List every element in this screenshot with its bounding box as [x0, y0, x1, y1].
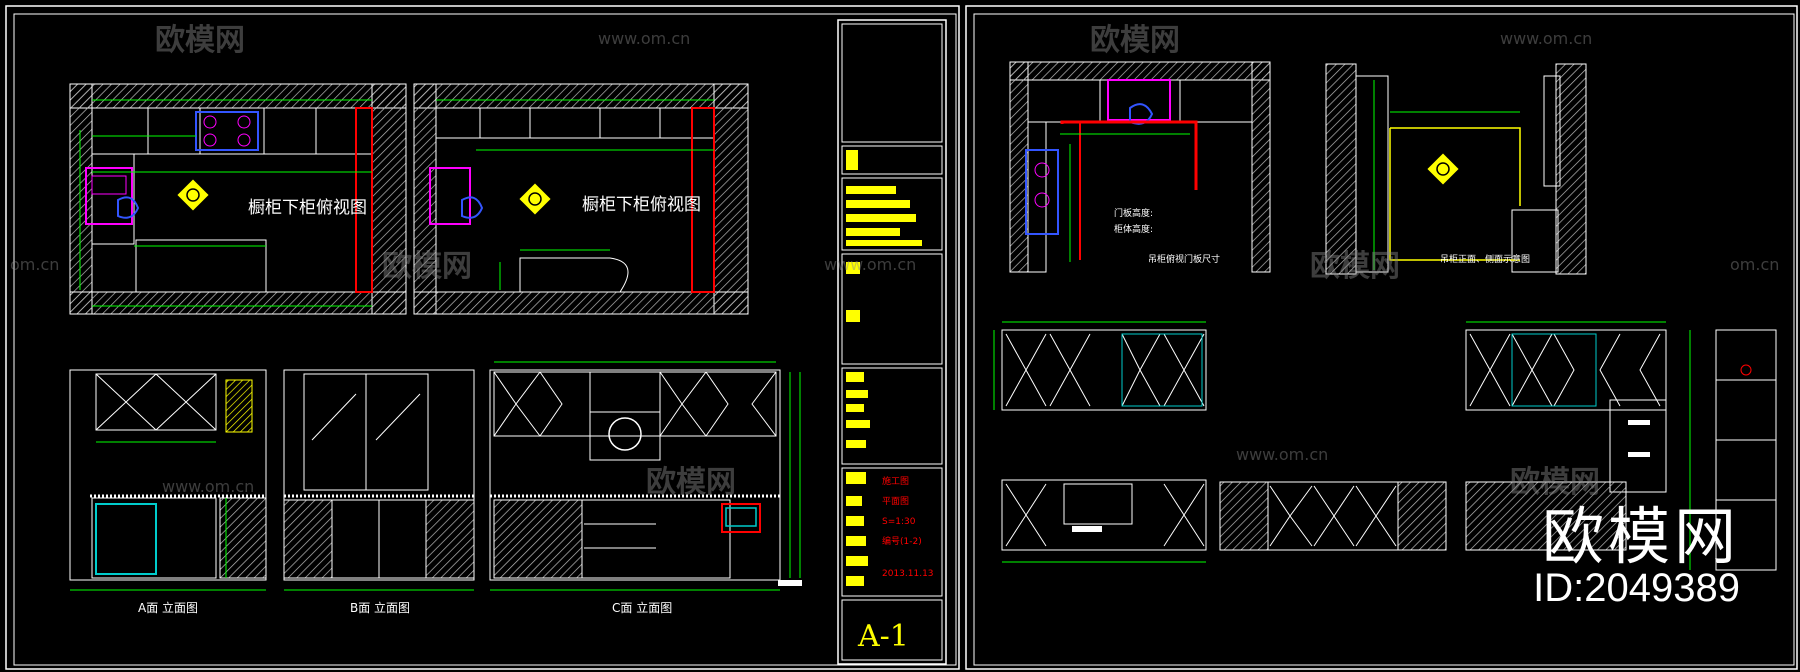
- title-block: 施工图 平面图 S=1:30 编号(1-2) 2013.11.13 A-1: [837, 19, 947, 665]
- watermark-url-6: www.om.cn: [1236, 445, 1328, 464]
- elevation-a-title: A面 立面图: [138, 600, 198, 615]
- elevation-b-title: B面 立面图: [350, 600, 410, 615]
- kitchen-plan-1: 橱柜下柜俯视图: [69, 83, 407, 315]
- right-plan: 门板高度: 柜体高度: 吊柜俯视门板尺寸: [1009, 61, 1271, 273]
- watermark-id: ID:2049389: [1533, 566, 1740, 610]
- watermark-big-brand: 欧模网: [1541, 503, 1740, 572]
- elevation-b: B面 立面图: [283, 369, 475, 615]
- right-sheet-frame: [965, 5, 1798, 670]
- watermark-url-1: www.om.cn: [598, 29, 690, 48]
- watermark-brand-1: 欧模网: [155, 23, 245, 58]
- title-block-row-4: 编号(1-2): [882, 535, 922, 547]
- title-block-row-2: 平面图: [882, 496, 909, 507]
- elevation-c-title: C面 立面图: [612, 600, 672, 615]
- title-block-row-3: S=1:30: [882, 517, 916, 527]
- watermark-brand-3: 欧模网: [646, 465, 736, 500]
- watermarks: 欧模网 www.om.cn 欧模网 om.cn www.om.cn www.om…: [10, 23, 1779, 500]
- elevation-a: A面 立面图: [69, 369, 267, 615]
- watermark-url-7: om.cn: [1730, 255, 1779, 274]
- elevation-c: C面 立面图: [489, 361, 802, 615]
- watermark-brand-6: 欧模网: [1510, 465, 1600, 500]
- right-note-2: 柜体高度:: [1114, 223, 1153, 235]
- watermark-brand-4: 欧模网: [1090, 23, 1180, 58]
- watermark-brand-5: 欧模网: [1310, 249, 1400, 284]
- sheet-number: A-1: [857, 619, 909, 654]
- plan2-title: 橱柜下柜俯视图: [582, 195, 701, 215]
- right-note-1: 门板高度:: [1114, 207, 1153, 219]
- right-note-4: 吊柜正面、侧面示意图: [1440, 253, 1530, 265]
- watermark-url-2: om.cn: [10, 255, 59, 274]
- kitchen-plan-2: 橱柜下柜俯视图: [413, 83, 749, 315]
- left-sheet-frame: [5, 5, 960, 670]
- watermark-url-3: www.om.cn: [824, 255, 916, 274]
- watermark-brand-2: 欧模网: [382, 249, 472, 284]
- watermark-url-5: www.om.cn: [1500, 29, 1592, 48]
- plan1-title: 橱柜下柜俯视图: [248, 198, 367, 218]
- right-note-3: 吊柜俯视门板尺寸: [1148, 253, 1220, 265]
- right-upper-cabinet-view: 吊柜正面、侧面示意图: [1325, 63, 1587, 275]
- watermark-url-4: www.om.cn: [162, 477, 254, 496]
- right-elevations: [993, 321, 1777, 571]
- title-block-row-5: 2013.11.13: [882, 569, 934, 579]
- title-block-row-1: 施工图: [882, 475, 909, 487]
